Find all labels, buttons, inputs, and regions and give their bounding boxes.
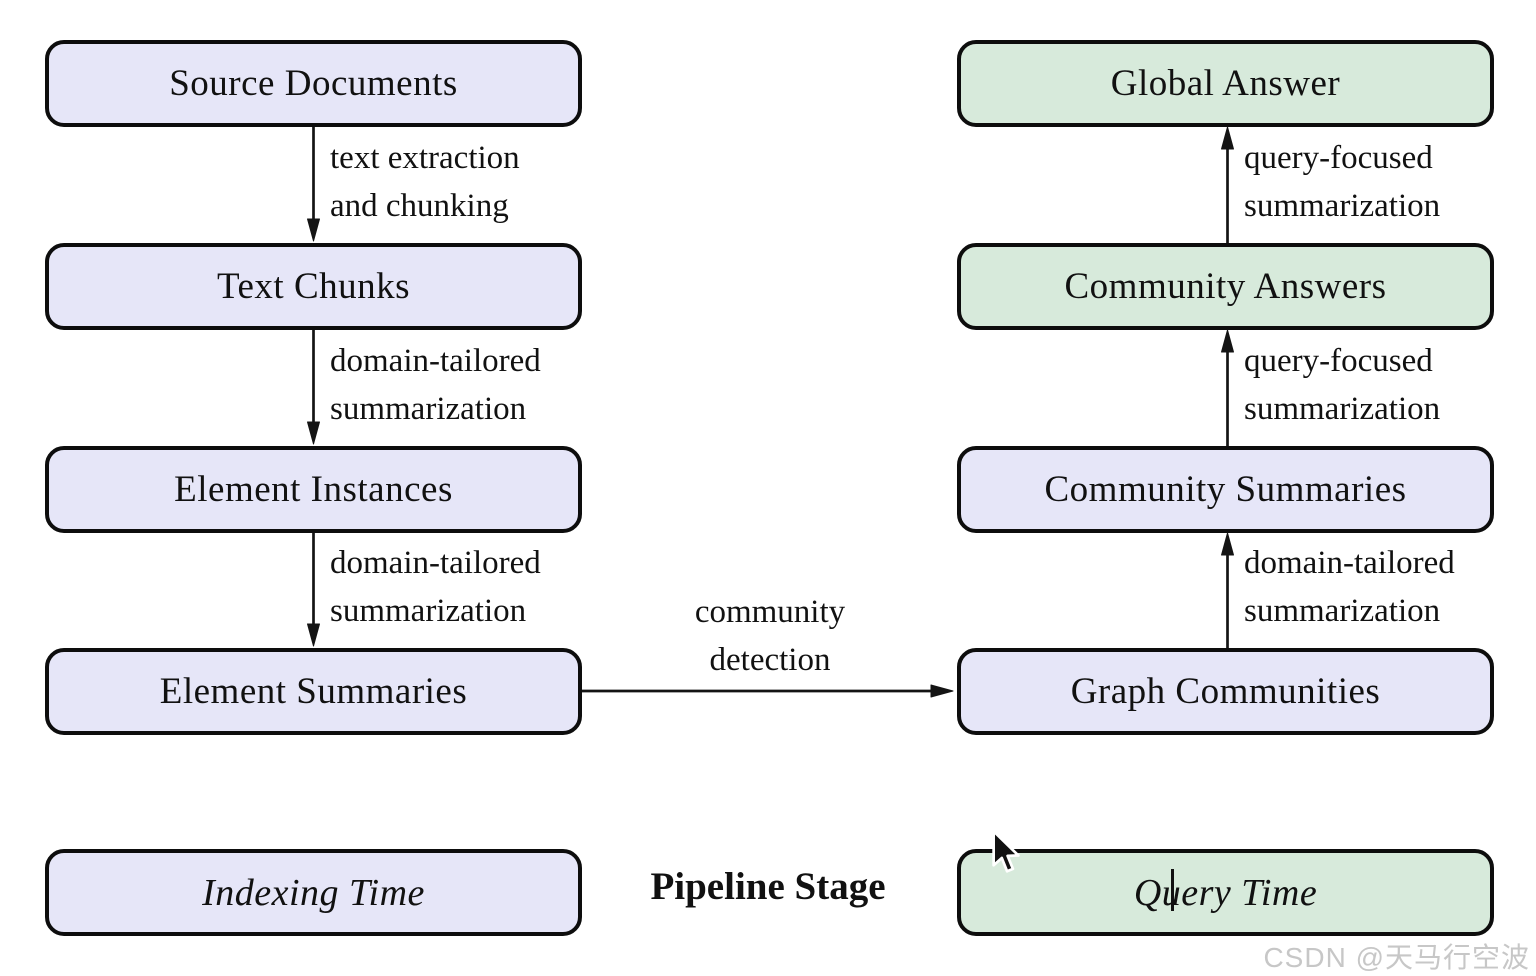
node-source-documents: Source Documents xyxy=(45,40,582,127)
mouse-cursor-icon xyxy=(992,830,1020,873)
edge-label-query-focused-1: query-focused summarization xyxy=(1244,343,1441,427)
edge-label-domain-tailored-2: domain-tailored summarization xyxy=(330,545,541,629)
node-source-documents-label: Source Documents xyxy=(169,63,458,104)
legend-indexing-time-label: Indexing Time xyxy=(202,871,425,914)
node-global-answer-label: Global Answer xyxy=(1110,63,1341,104)
node-community-answers: Community Answers xyxy=(957,243,1494,330)
edge-label-text-extraction: text extraction and chunking xyxy=(330,140,520,224)
edge-communities-to-community-summaries-arrow xyxy=(1221,532,1234,648)
edge-label-query-focused-2: query-focused summarization xyxy=(1244,140,1441,224)
node-element-instances-label: Element Instances xyxy=(174,469,453,510)
csdn-watermark: CSDN @天马行空波 xyxy=(1263,942,1530,973)
edge-label-community-detection: community detection xyxy=(694,594,846,678)
legend-query-time-label: Query Time xyxy=(1133,871,1318,914)
node-community-summaries-label: Community Summaries xyxy=(1044,469,1407,510)
node-text-chunks: Text Chunks xyxy=(45,243,582,330)
node-element-instances: Element Instances xyxy=(45,446,582,533)
node-graph-communities: Graph Communities xyxy=(957,648,1494,735)
edge-label-domain-tailored-1: domain-tailored summarization xyxy=(330,343,541,427)
edge-label-domain-tailored-3: domain-tailored summarization xyxy=(1244,545,1455,629)
edge-community-summaries-to-answers-arrow xyxy=(1221,329,1234,446)
legend-pipeline-stage: Pipeline Stage xyxy=(650,865,886,908)
legend-indexing-time: Indexing Time xyxy=(45,849,582,936)
node-global-answer: Global Answer xyxy=(957,40,1494,127)
edge-chunks-to-instances-arrow xyxy=(307,330,320,445)
text-caret xyxy=(1171,869,1174,911)
legend-query-time: Query Time xyxy=(957,849,1494,936)
node-community-answers-label: Community Answers xyxy=(1064,266,1387,307)
node-element-summaries-label: Element Summaries xyxy=(159,671,468,712)
edge-source-to-chunks-arrow xyxy=(307,127,320,242)
node-graph-communities-label: Graph Communities xyxy=(1070,671,1381,712)
node-text-chunks-label: Text Chunks xyxy=(216,266,411,307)
node-element-summaries: Element Summaries xyxy=(45,648,582,735)
edge-answers-to-global-arrow xyxy=(1221,126,1234,243)
edge-instances-to-summaries-arrow xyxy=(307,533,320,647)
edge-summaries-to-communities-arrow xyxy=(582,684,954,698)
node-community-summaries: Community Summaries xyxy=(957,446,1494,533)
